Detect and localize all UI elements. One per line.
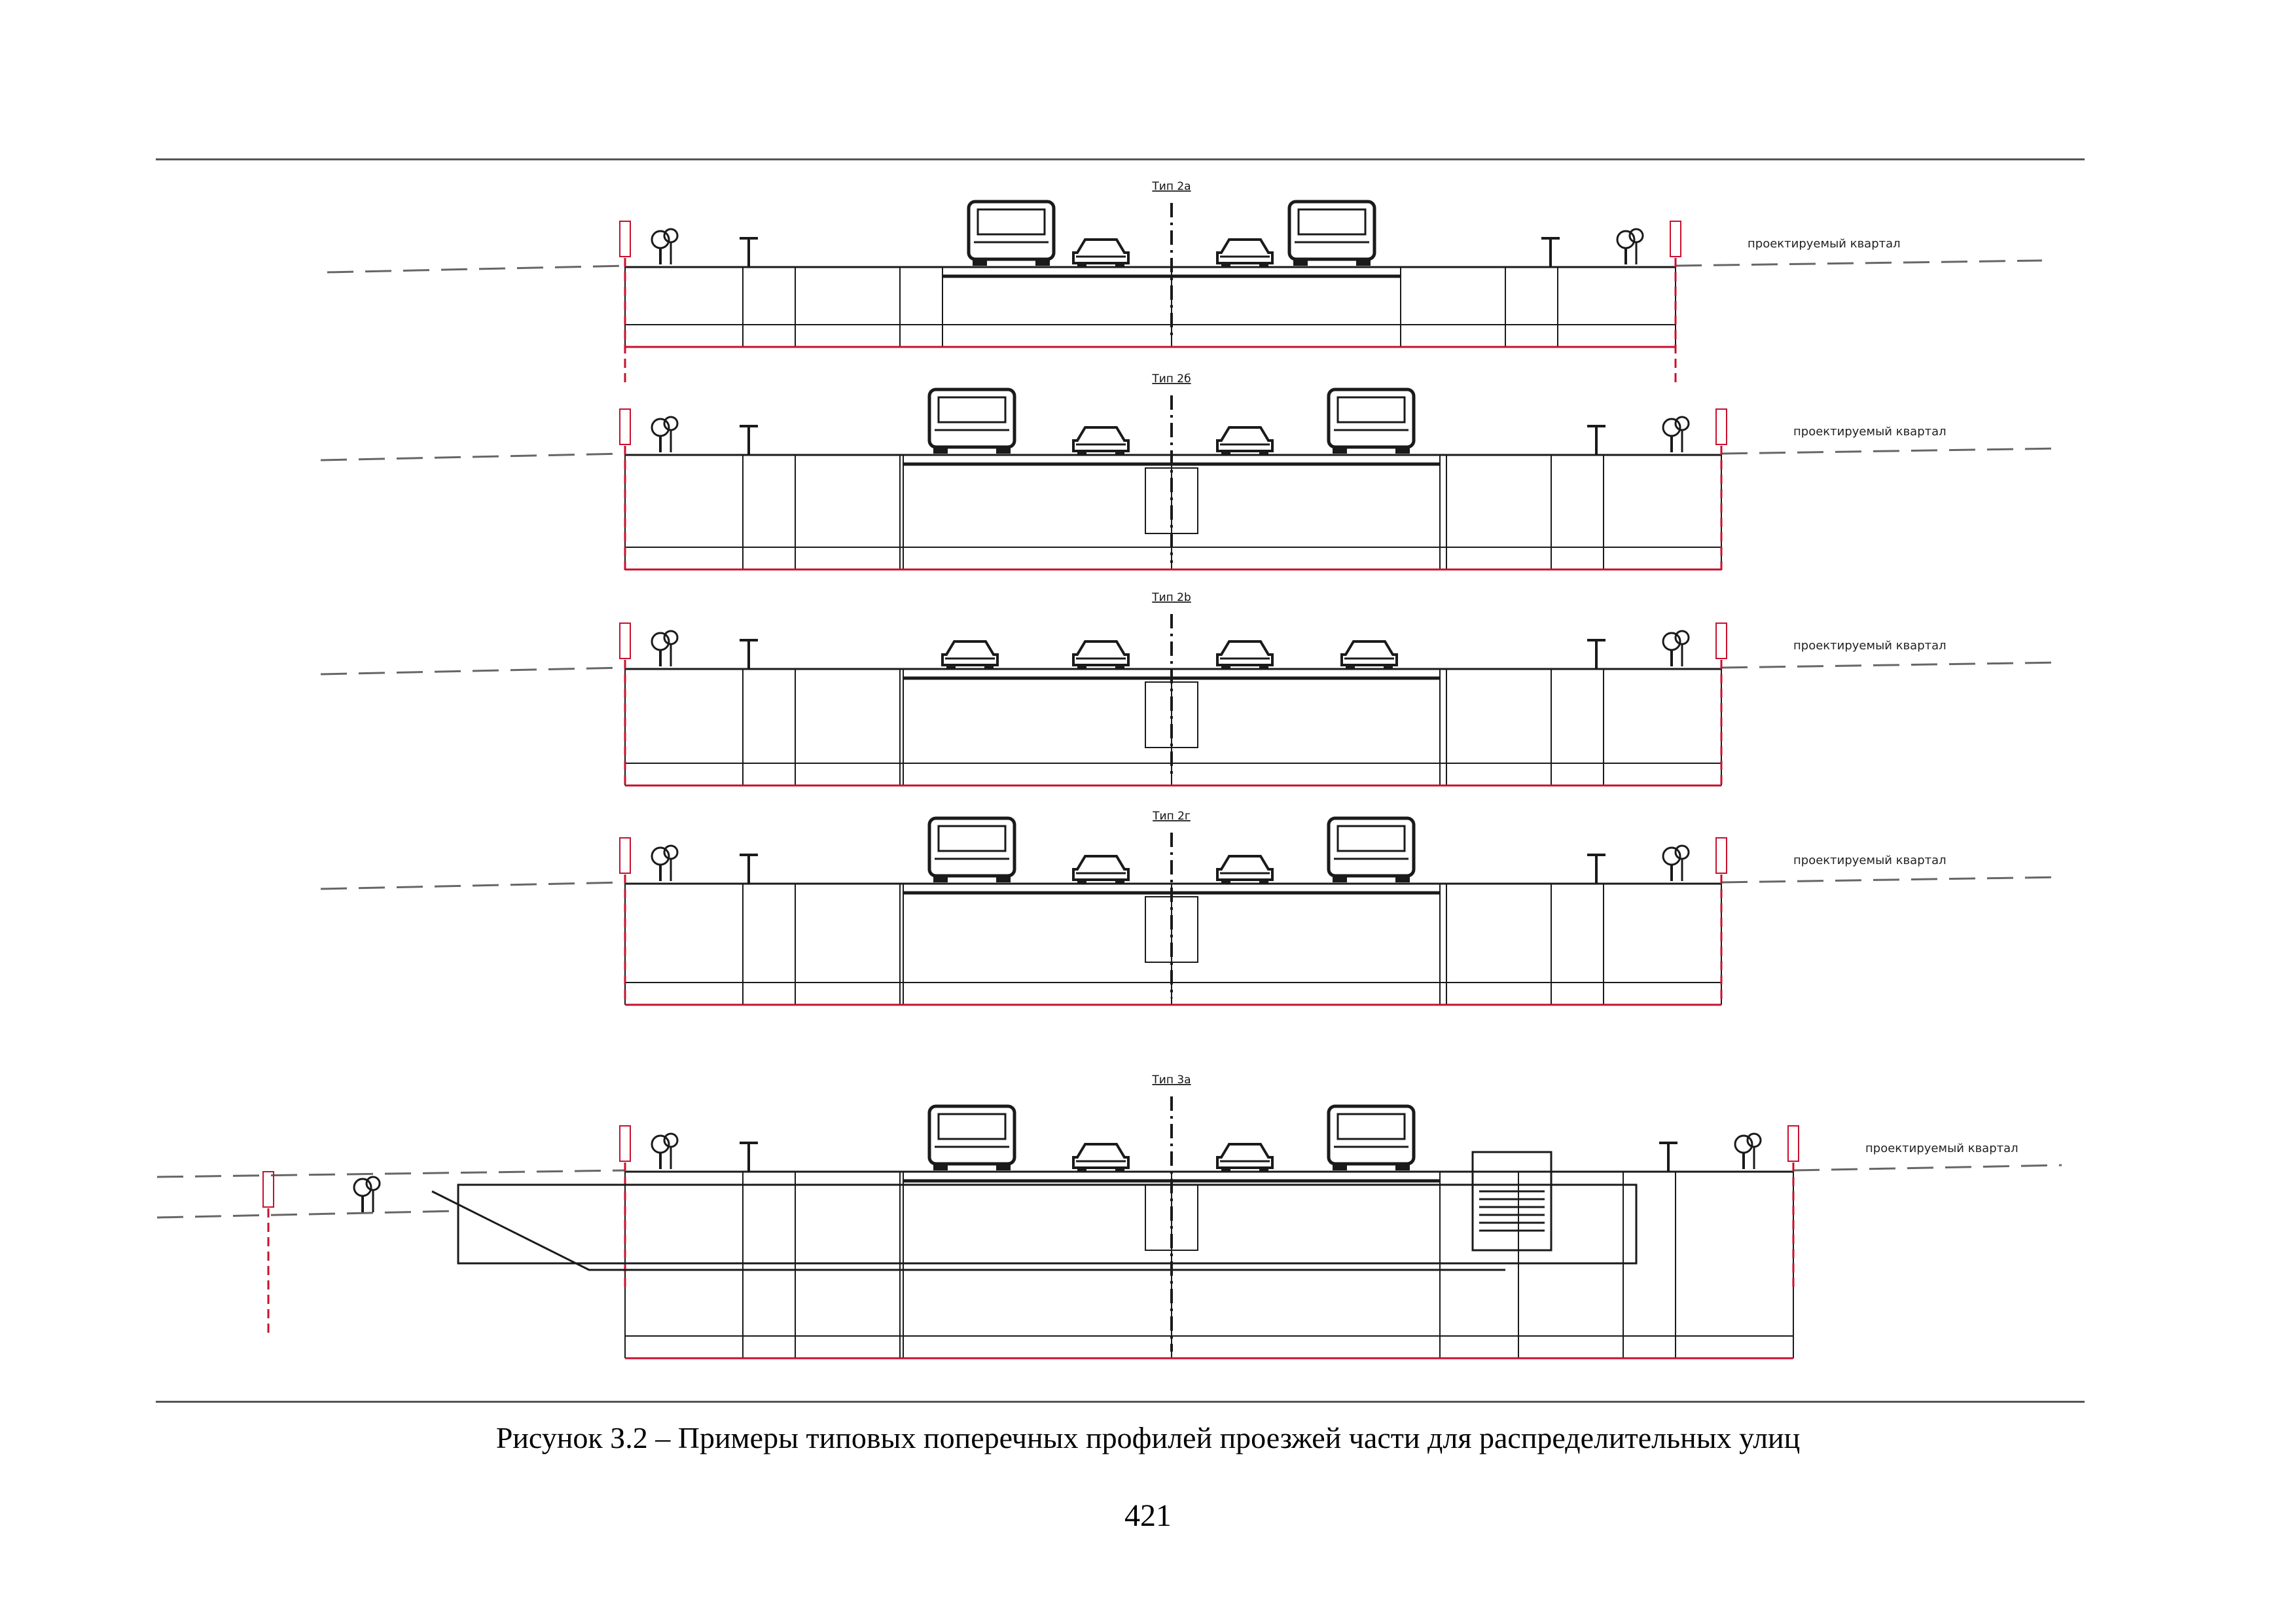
profile-2: Тип 2б проектируемый квартал — [320, 372, 2062, 573]
profile-title: Тип 3а — [1151, 1074, 1191, 1087]
profile-title: Тип 2а — [1151, 180, 1191, 193]
tree-icon — [651, 228, 679, 264]
ground-line-right — [1721, 661, 2062, 669]
profile-4: Тип 2г проектируемый квартал — [320, 810, 2062, 1006]
quarter-label: проектируемый квартал — [1793, 639, 1946, 653]
figure-caption: Рисунок З.2 – Примеры типовых поперечных… — [495, 1421, 1801, 1454]
tree-icon — [651, 630, 679, 666]
tree-icon — [1662, 844, 1690, 881]
ramp-line — [431, 1190, 1505, 1271]
ground-line-left — [320, 452, 626, 461]
lamp-icon — [1587, 639, 1605, 669]
bus-icon — [927, 1104, 1016, 1170]
car-icon — [1216, 855, 1274, 884]
ground-line-right — [1721, 876, 2062, 884]
profile-title: Тип 2б — [1151, 372, 1191, 386]
red-line-marker-icon — [619, 408, 631, 573]
quarter-label: проектируемый квартал — [1793, 854, 1946, 867]
bus-icon — [1327, 388, 1416, 454]
median-strip — [1145, 896, 1198, 963]
lamp-icon — [1587, 425, 1605, 455]
tree-icon — [651, 844, 679, 881]
tree-icon — [1616, 228, 1644, 264]
tree-icon — [651, 1132, 679, 1169]
ground-line-left — [320, 666, 626, 676]
car-icon — [1072, 640, 1130, 669]
car-icon — [1340, 640, 1398, 669]
bus-icon — [1327, 816, 1416, 882]
red-line-marker-icon — [1715, 837, 1727, 1001]
median-strip — [1145, 681, 1198, 748]
lamp-icon — [740, 854, 758, 884]
red-line-marker-icon — [262, 1171, 274, 1335]
ground-line-right — [1721, 447, 2062, 455]
lamp-icon — [740, 639, 758, 669]
profile-title: Тип 2b — [1151, 591, 1191, 604]
underpass-structure — [156, 1151, 1638, 1335]
ground-line-right — [1675, 259, 2043, 267]
tree-icon — [1662, 416, 1690, 452]
lamp-icon — [740, 1142, 758, 1172]
bus-icon — [967, 200, 1056, 266]
median-strip — [1145, 467, 1198, 534]
car-icon — [1072, 855, 1130, 884]
quarter-label: проектируемый квартал — [1793, 425, 1946, 439]
red-line-marker-icon — [619, 1125, 631, 1290]
red-line-marker-icon — [1715, 623, 1727, 787]
profile-5: Тип 3а проектируемый квартал — [156, 1074, 2062, 1360]
red-line-marker-icon — [1715, 408, 1727, 573]
red-line-marker-icon — [619, 221, 631, 385]
bottom-rule — [156, 1401, 2085, 1403]
bus-icon — [1327, 1104, 1416, 1170]
lamp-icon — [740, 237, 758, 267]
underpass-box — [457, 1183, 1638, 1265]
ground-line-left — [320, 881, 626, 890]
tree-icon — [353, 1176, 381, 1212]
bus-icon — [1287, 200, 1376, 266]
bus-icon — [927, 816, 1016, 882]
car-icon — [1216, 640, 1274, 669]
car-icon — [1072, 1143, 1130, 1172]
profile-1: Тип 2а проектируемый квартал — [327, 180, 2043, 385]
stair-block — [1471, 1151, 1552, 1252]
page-number: 421 — [1124, 1498, 1172, 1533]
ground-line-left — [327, 264, 626, 274]
red-line-marker-icon — [1787, 1125, 1799, 1290]
ground-line-left — [156, 1169, 626, 1178]
lamp-icon — [740, 425, 758, 455]
lamp-icon — [1541, 237, 1560, 267]
bus-icon — [927, 388, 1016, 454]
quarter-label: проектируемый квартал — [1865, 1142, 2018, 1155]
ground-line-right — [1793, 1164, 2062, 1172]
red-line-marker-icon — [619, 623, 631, 787]
profile-title: Тип 2г — [1152, 810, 1191, 823]
car-icon — [1216, 426, 1274, 455]
tree-icon — [651, 416, 679, 452]
ground-line-far-left — [156, 1210, 459, 1219]
profile-3: Тип 2b проектируемый квартал — [320, 591, 2062, 787]
lamp-icon — [1659, 1142, 1677, 1172]
red-line-marker-icon — [1670, 221, 1681, 385]
tree-icon — [1662, 630, 1690, 666]
car-icon — [1072, 426, 1130, 455]
car-icon — [1216, 238, 1274, 267]
lamp-icon — [1587, 854, 1605, 884]
car-icon — [941, 640, 999, 669]
quarter-label: проектируемый квартал — [1748, 237, 1901, 251]
car-icon — [1216, 1143, 1274, 1172]
red-line-marker-icon — [619, 837, 631, 1001]
tree-icon — [1734, 1132, 1762, 1169]
car-icon — [1072, 238, 1130, 267]
top-rule — [156, 158, 2085, 160]
